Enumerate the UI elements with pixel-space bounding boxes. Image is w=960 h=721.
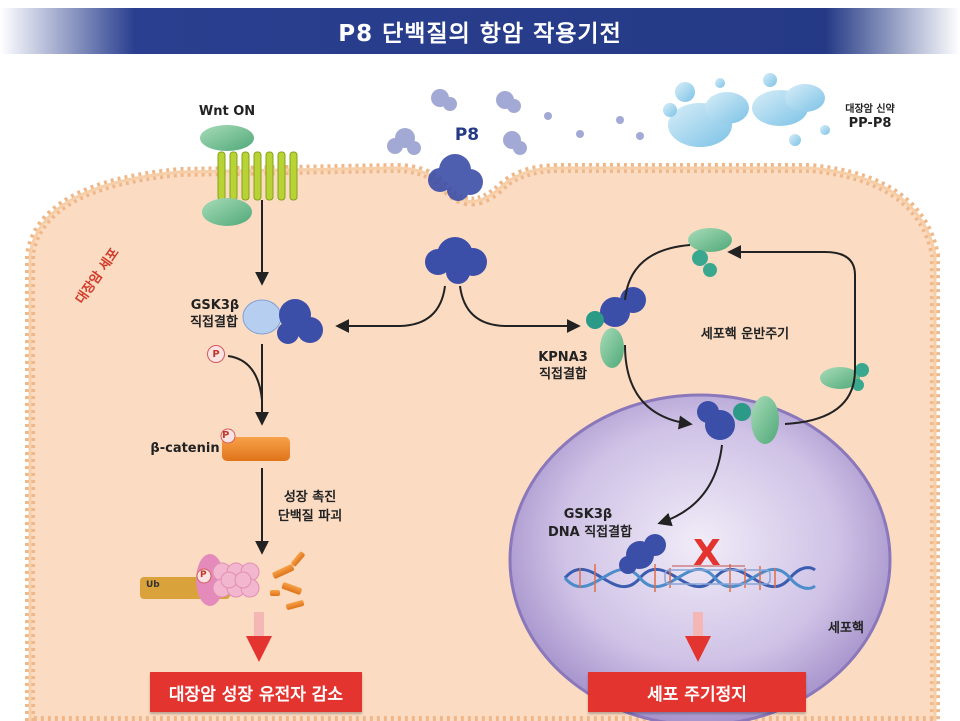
p8-label: P8 [454, 125, 480, 145]
result-right-box: 세포 주기정지 [588, 672, 806, 712]
kpna3-complex [586, 287, 646, 368]
p8-protein-top [428, 154, 483, 201]
importin-right [820, 363, 869, 391]
gsk3b-dna-label-2: DNA 직접결합 [547, 525, 633, 540]
growth-label-1: 성장 촉진 [283, 490, 337, 505]
p8-protein-center [425, 237, 487, 284]
gsk3b-label: GSK3β [190, 298, 240, 313]
page-title: P8 단백질의 항암 작용기전 [338, 21, 622, 47]
proteasome [140, 551, 305, 610]
nuclear-pore-complex [697, 396, 779, 444]
gsk3b-binding-label: 직접결합 [190, 315, 238, 330]
result-left-box: 대장암 성장 유전자 감소 [150, 672, 362, 712]
proteasome-phospho: P [200, 570, 207, 580]
block-x-mark: X [693, 533, 721, 574]
ub-label: Ub [146, 580, 160, 590]
beta-catenin-bar [222, 437, 290, 461]
pp-p8-label: PP-P8 [848, 116, 892, 131]
nucleus [508, 393, 892, 721]
nucleus-label: 세포핵 [828, 621, 864, 636]
kpna3-binding-label: 직접결합 [539, 367, 587, 382]
wnt-receptor [200, 125, 298, 226]
kpna3-label: KPNA3 [538, 350, 588, 365]
right-result-arrow [685, 612, 711, 662]
title-banner: P8 단백질의 항암 작용기전 [0, 8, 960, 54]
left-result-arrow [246, 612, 272, 662]
pp-p8-drug-particles [663, 73, 830, 147]
beta-catenin-label: β-catenin [150, 441, 220, 456]
phospho-badge: P [207, 345, 225, 363]
wnt-on-label: Wnt ON [198, 104, 256, 119]
gsk3b-dna-label-1: GSK3β [563, 507, 613, 522]
beta-catenin-phospho: P [222, 430, 230, 441]
growth-label-2: 단백질 파괴 [277, 509, 343, 524]
nuclear-cycle-label: 세포핵 운반주기 [700, 327, 790, 342]
new-drug-label: 대장암 신약 [845, 104, 895, 115]
p8-on-dna [619, 534, 666, 574]
importin-top [688, 228, 732, 277]
